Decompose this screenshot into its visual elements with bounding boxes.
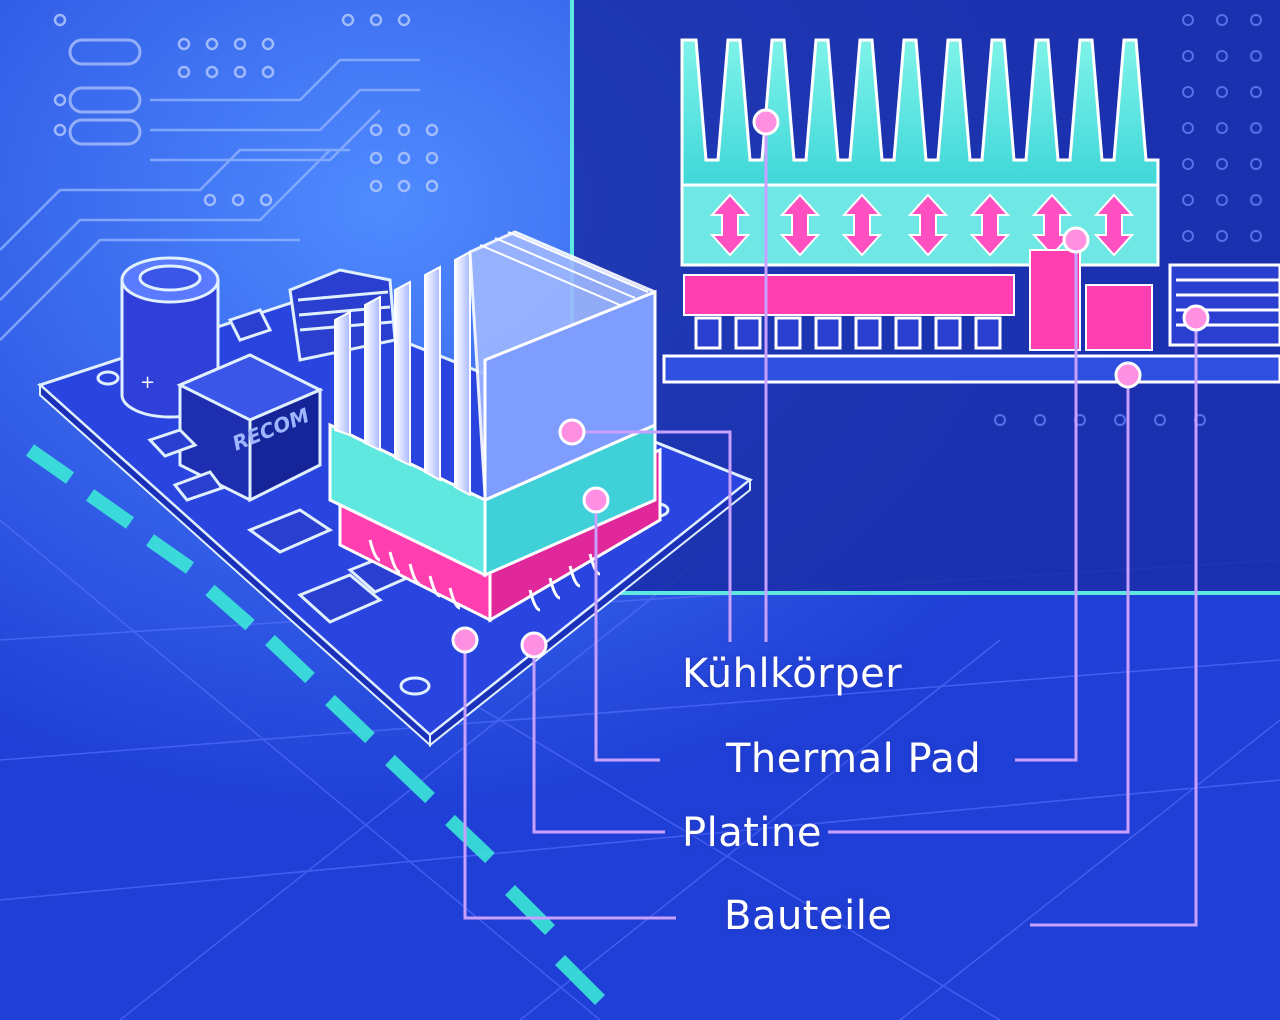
leader-pcb-3d xyxy=(532,645,665,834)
marker-pcb-3d xyxy=(520,631,548,659)
pcb-pads xyxy=(53,13,439,207)
label-pcb: Platine xyxy=(682,810,823,856)
leader-components-3d xyxy=(463,640,676,920)
panel-pads xyxy=(994,14,1262,426)
section-pad-small xyxy=(1029,249,1081,351)
label-components: Bauteile xyxy=(724,893,893,939)
section-heatsink-fins xyxy=(680,38,1160,187)
leader-pad-3d xyxy=(594,500,660,762)
section-component-leads xyxy=(694,316,1002,350)
marker-pcb-section xyxy=(1114,361,1142,389)
leader-heatsink-3d xyxy=(572,430,732,642)
section-pad-right xyxy=(1085,284,1153,351)
smd-parts xyxy=(147,308,428,624)
leader-pcb-section xyxy=(828,375,1130,834)
marker-pad-section xyxy=(1062,226,1090,254)
marker-pad-3d xyxy=(582,486,610,514)
section-thermal-pad xyxy=(683,274,1015,316)
heat-flow-arrows xyxy=(709,193,1135,257)
dashed-floor-line xyxy=(25,444,605,1005)
leader-components-section xyxy=(1030,318,1198,927)
svg-text:+: + xyxy=(140,372,155,393)
marker-components-3d xyxy=(451,626,479,654)
section-ribbed-component xyxy=(1168,263,1280,347)
pcb-capsules xyxy=(68,38,142,146)
leader-pad-section xyxy=(1015,240,1078,762)
leader-markers xyxy=(451,108,1210,659)
leader-lines xyxy=(463,122,1198,927)
marker-heatsink-3d xyxy=(558,418,586,446)
section-pcb xyxy=(662,354,1280,384)
pcb-traces xyxy=(0,58,420,341)
label-thermal-pad: Thermal Pad xyxy=(726,736,982,782)
label-heatsink: Kühlkörper xyxy=(682,651,903,697)
marker-components-section xyxy=(1182,304,1210,332)
marker-heatsink-section xyxy=(752,108,780,136)
recom-module: RECOM xyxy=(176,353,324,503)
